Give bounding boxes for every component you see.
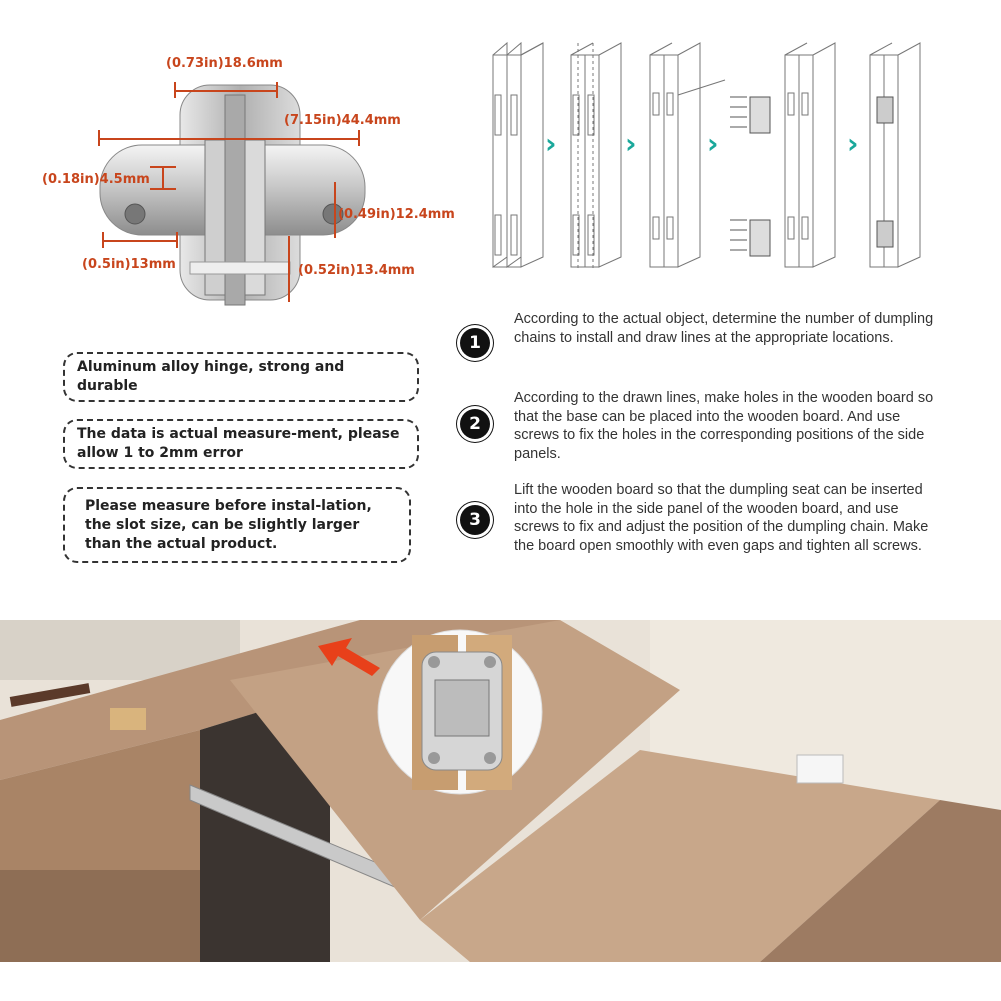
dim-tick (176, 232, 178, 248)
feature-box-material: Aluminum alloy hinge, strong and durable (63, 352, 419, 402)
feature-text: The data is actual measure-ment, please … (77, 426, 400, 461)
feature-box-measurement: The data is actual measure-ment, please … (63, 419, 419, 469)
step-number-badge: 1 (460, 328, 490, 358)
step-1: 1 According to the actual object, determ… (460, 310, 940, 370)
installation-diagram: › › › › (485, 35, 945, 270)
dim-line-body-height (334, 182, 336, 238)
dim-line-flange-thickness (162, 166, 164, 190)
chevron-right-icon: › (847, 127, 859, 160)
dim-label-flange-width: (0.5in)13mm (82, 257, 176, 272)
dim-tick (98, 130, 100, 146)
hinge-dimension-figure: (0.73in)18.6mm (7.15in)44.4mm (0.18in)4.… (0, 0, 480, 320)
panel-pair (784, 42, 836, 268)
dim-tick (276, 82, 278, 98)
step-2: 2 According to the drawn lines, make hol… (460, 389, 940, 469)
exploded-hinge (730, 96, 771, 257)
chevron-right-icon: › (625, 127, 637, 160)
dim-line-top-width (174, 90, 278, 92)
step-number-badge: 3 (460, 505, 490, 535)
dim-label-flange-thickness: (0.18in)4.5mm (42, 172, 150, 187)
dim-tick (102, 232, 104, 248)
dim-tick (358, 130, 360, 146)
dim-label-body-height: (0.49in)12.4mm (338, 207, 455, 222)
step-text: According to the drawn lines, make holes… (514, 390, 934, 462)
step-3: 3 Lift the wooden board so that the dump… (460, 481, 940, 581)
dim-line-flange-width (102, 240, 178, 242)
dim-tick (150, 166, 176, 168)
dim-tick (150, 188, 176, 190)
application-photo (0, 620, 1001, 962)
step-number-badge: 2 (460, 409, 490, 439)
step-text: Lift the wooden board so that the dumpli… (514, 482, 929, 554)
dim-label-body-depth: (0.52in)13.4mm (298, 263, 415, 278)
red-arrow-icon (318, 638, 380, 676)
chevron-right-icon: › (707, 127, 719, 160)
feature-text: Aluminum alloy hinge, strong and durable (77, 359, 345, 394)
panel-pair (570, 42, 622, 270)
panel-pair-assembled (869, 42, 921, 268)
panel-pair (649, 42, 726, 268)
panel-pair (492, 41, 544, 268)
step-text: According to the actual object, determin… (514, 311, 934, 346)
cabinet-photo-illustration (0, 620, 1001, 962)
dim-tick (174, 82, 176, 98)
installation-steps-drawing (492, 41, 921, 270)
chevron-right-icon: › (545, 127, 557, 160)
dim-line-total-length (98, 138, 360, 140)
feature-box-installation: Please measure before instal-lation, the… (63, 487, 411, 563)
dim-label-top-width: (0.73in)18.6mm (166, 56, 283, 71)
feature-text: Please measure before instal-lation, the… (85, 497, 372, 552)
dim-line-body-depth (288, 236, 290, 302)
dim-label-total-length: (7.15in)44.4mm (284, 113, 401, 128)
